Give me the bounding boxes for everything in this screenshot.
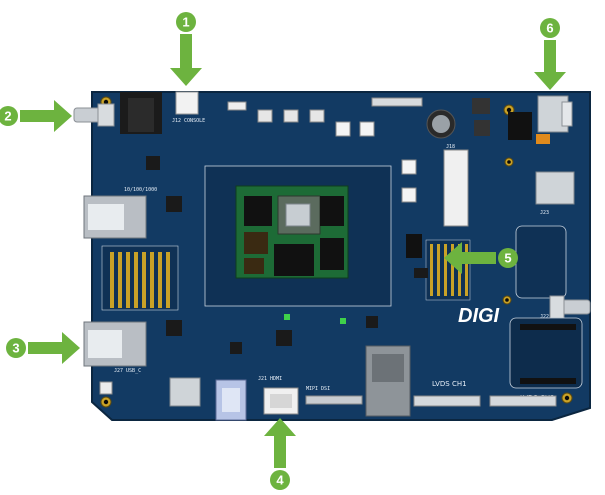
callout-badge — [176, 12, 196, 32]
power-jack — [536, 95, 573, 144]
sd-micro-slot — [169, 377, 201, 407]
callout-5: 5 — [444, 242, 518, 274]
callout-arrow-left — [444, 242, 496, 274]
callout-number: 1 — [182, 15, 189, 30]
callout-badge — [498, 248, 518, 268]
console-label: J12 CONSOLE — [172, 118, 205, 124]
mipi-dsi-connector: MIPI DSI — [305, 386, 363, 405]
callout-4: 4 — [264, 418, 296, 490]
usb-c-area: J27 USB_C — [99, 368, 141, 395]
mipi-dsi-label: MIPI DSI — [306, 386, 330, 392]
callout-arrow-down — [534, 40, 566, 90]
sd-card-slot: J23 — [535, 171, 575, 216]
callout-arrow-right — [28, 332, 80, 364]
digi-logo: DIGI — [458, 305, 500, 327]
xbee-area — [515, 225, 567, 299]
callout-number: 4 — [276, 473, 284, 488]
callouts: 1 2 3 4 5 6 — [0, 12, 566, 490]
usb-host-port — [215, 379, 247, 421]
callout-arrow-up — [264, 418, 296, 468]
buttons-column — [401, 159, 417, 203]
j22-label: J22 — [540, 314, 549, 320]
right-headers — [406, 234, 471, 301]
callout-number: 5 — [504, 251, 511, 266]
callout-number: 2 — [4, 109, 11, 124]
console-connector: J12 CONSOLE — [172, 91, 205, 124]
antenna-connector-left — [73, 103, 115, 127]
hdmi-connector: J21 HDMI — [258, 376, 299, 415]
callout-2: 2 — [0, 100, 72, 132]
hdmi-label: J21 HDMI — [258, 376, 282, 382]
audio-jack — [120, 92, 162, 134]
j23-label: J23 — [540, 210, 549, 216]
header-j18: J18 — [443, 144, 469, 227]
usb-c-label: J27 USB_C — [114, 368, 141, 374]
j18-label: J18 — [446, 144, 455, 150]
top-connector-row — [227, 97, 423, 137]
callout-arrow-down — [170, 34, 202, 86]
callout-1: 1 — [170, 12, 202, 86]
lvds-ch1-label: LVDS CH1 — [432, 380, 467, 388]
misc-chips — [146, 156, 428, 354]
ethernet-jack-bottom — [365, 345, 411, 417]
callout-number: 6 — [546, 21, 553, 36]
callout-badge — [0, 106, 18, 126]
callout-number: 3 — [12, 341, 19, 356]
callout-6: 6 — [534, 18, 566, 90]
lvds-ch1-connector: LVDS CH1 — [413, 380, 557, 407]
eth1-label: 10/100/1000 — [124, 187, 157, 193]
callout-badge — [270, 470, 290, 490]
callout-badge — [6, 338, 26, 358]
header-block-left — [101, 245, 179, 311]
ethernet-jack-upper: 10/100/1000 — [83, 187, 157, 239]
callout-3: 3 — [6, 332, 80, 364]
som-module-area — [204, 165, 392, 307]
callout-arrow-right — [20, 100, 72, 132]
callout-badge — [540, 18, 560, 38]
ethernet-jack-lower — [83, 321, 147, 367]
power-components — [426, 98, 532, 140]
